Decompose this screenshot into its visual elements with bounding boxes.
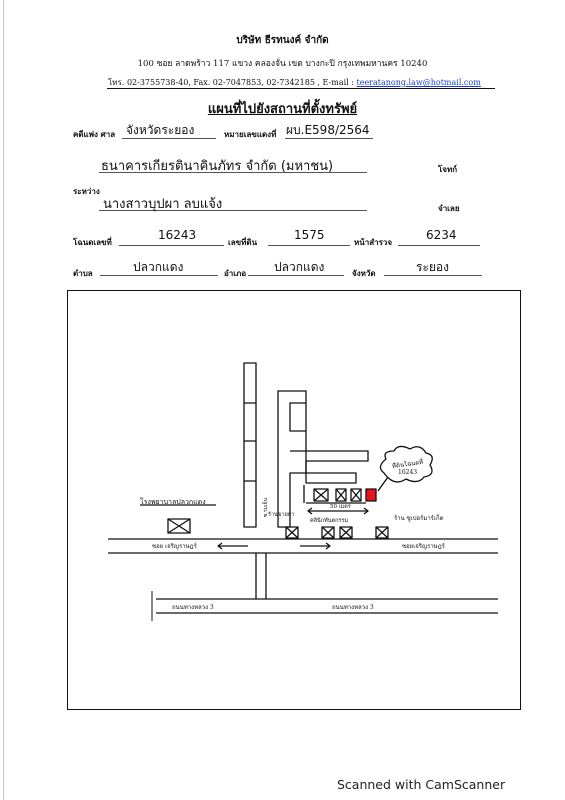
map-frame: ที่ดินโฉนดที่ 16243 50 เมตร โรงพยาบาลปลว… [67,290,521,710]
plaintiff-value: ธนาคารเกียรตินาคินภัทร จำกัด (มหาชน) [101,159,334,174]
court-underline [122,138,216,139]
branch-road-mid [305,472,357,484]
school-label: โรงพยาบาลปลวกแดง [140,498,206,506]
soi-arrow-left-head [217,542,223,550]
property-callout [379,445,433,483]
soi-right-label: ซอยเจริญราษฎร์ [402,543,445,550]
plaintiff-label: โจทก์ [438,164,458,174]
shop-left [285,526,299,539]
case-number-label: หมายเลขแดงที่ [224,129,277,139]
shop-left-label: ร้านขายยา [268,512,295,518]
building-3-cross [350,488,362,502]
property-callout-pointer [377,476,389,492]
distance-arrow-heads [307,507,369,515]
side-road-label: ซ.ร่มเย็น [263,497,269,517]
header-rule [107,88,495,89]
contact-text: โทร. 02-3755738-40, Fax. 02-7047853, 02-… [108,78,357,87]
land-number-value: 1575 [294,228,325,242]
building-2-cross [335,488,347,502]
case-number-underline [285,138,373,139]
scanner-watermark: Scanned with CamScanner [337,777,506,792]
province-underline [384,275,482,276]
defendant-value: นางสาวบุปผา ลบแจ้ง [103,197,223,212]
shop-right [375,526,389,539]
survey-label: หน้าสำรวจ [354,237,393,247]
soi-left-label: ซอย เจริญราษฎร์ [152,543,197,550]
property-label-line2: 16243 [398,469,418,476]
district-label: อำเภอ [224,268,247,278]
province-value: ระยอง [416,260,449,274]
deed-label: โฉนดเลขที่ [73,237,112,247]
shop-right-label: ร้าน ซูเปอร์มาร์เก็ต [394,515,444,522]
between-label: ระหว่าง [73,186,100,196]
market-2-cross [339,526,353,539]
document-title: แผนที่ไปยังสถานที่ตั้งทรัพย์ [207,102,358,117]
district-value: ปลวกแดง [274,260,325,274]
branch-road [277,390,307,528]
left-strip-dividers [244,402,256,482]
market [321,526,335,539]
company-name: บริษัท ธีรทนงค์ จำกัด [236,35,329,46]
deed-value: 16243 [158,228,197,242]
province-label: จังหวัด [352,268,376,278]
market-label: คลินิกทันตกรรม [310,518,348,524]
subdistrict-value: ปลวกแดง [133,260,184,274]
court-value: จังหวัดระยอง [126,123,195,137]
district-underline [248,275,344,276]
defendant-underline [99,210,367,211]
school-cross [167,518,191,534]
connector-road [255,553,267,599]
building-3 [350,488,362,502]
company-address: 100 ซอย ลาดพร้าว 117 แขวง คลองจั่น เขต บ… [137,59,428,69]
subdistrict-underline [100,275,218,276]
market-cross [321,526,335,539]
land-number-label: เลขที่ดิน [228,237,258,247]
defendant-label: จำเลย [438,203,460,213]
shop-right-cross [375,526,389,539]
land-number-underline [268,245,350,246]
highway-right-label: ถนนทางหลวง 3 [332,604,374,611]
left-building-strip [243,362,257,528]
hand-drawn-map [108,362,498,621]
plaintiff-underline [99,172,367,173]
distance-label: 50 เมตร [330,504,351,510]
branch-road-upper [290,450,369,473]
school [167,518,191,534]
market-2 [339,526,353,539]
subdistrict-label: ตำบล [73,268,93,278]
building-1-cross [313,488,329,502]
soi-arrow-right-head [325,542,331,550]
court-label: คดีแพ่ง ศาล [73,129,116,139]
company-contact: โทร. 02-3755738-40, Fax. 02-7047853, 02-… [108,76,481,89]
case-number-value: ผบ.E598/2564 [286,123,370,137]
survey-value: 6234 [426,228,457,242]
scan-edge [3,0,4,800]
main-soi-road [108,538,498,554]
building-2 [335,488,347,502]
highway-road [156,598,498,614]
highway-left-label: ถนนทางหลวง 3 [172,604,214,611]
property-parcel [365,488,377,502]
contact-email[interactable]: teeratanong.law@hotmail.com [356,78,481,87]
deed-underline [119,245,224,246]
survey-underline [398,245,480,246]
building-1 [313,488,329,502]
shop-left-cross [285,526,299,539]
